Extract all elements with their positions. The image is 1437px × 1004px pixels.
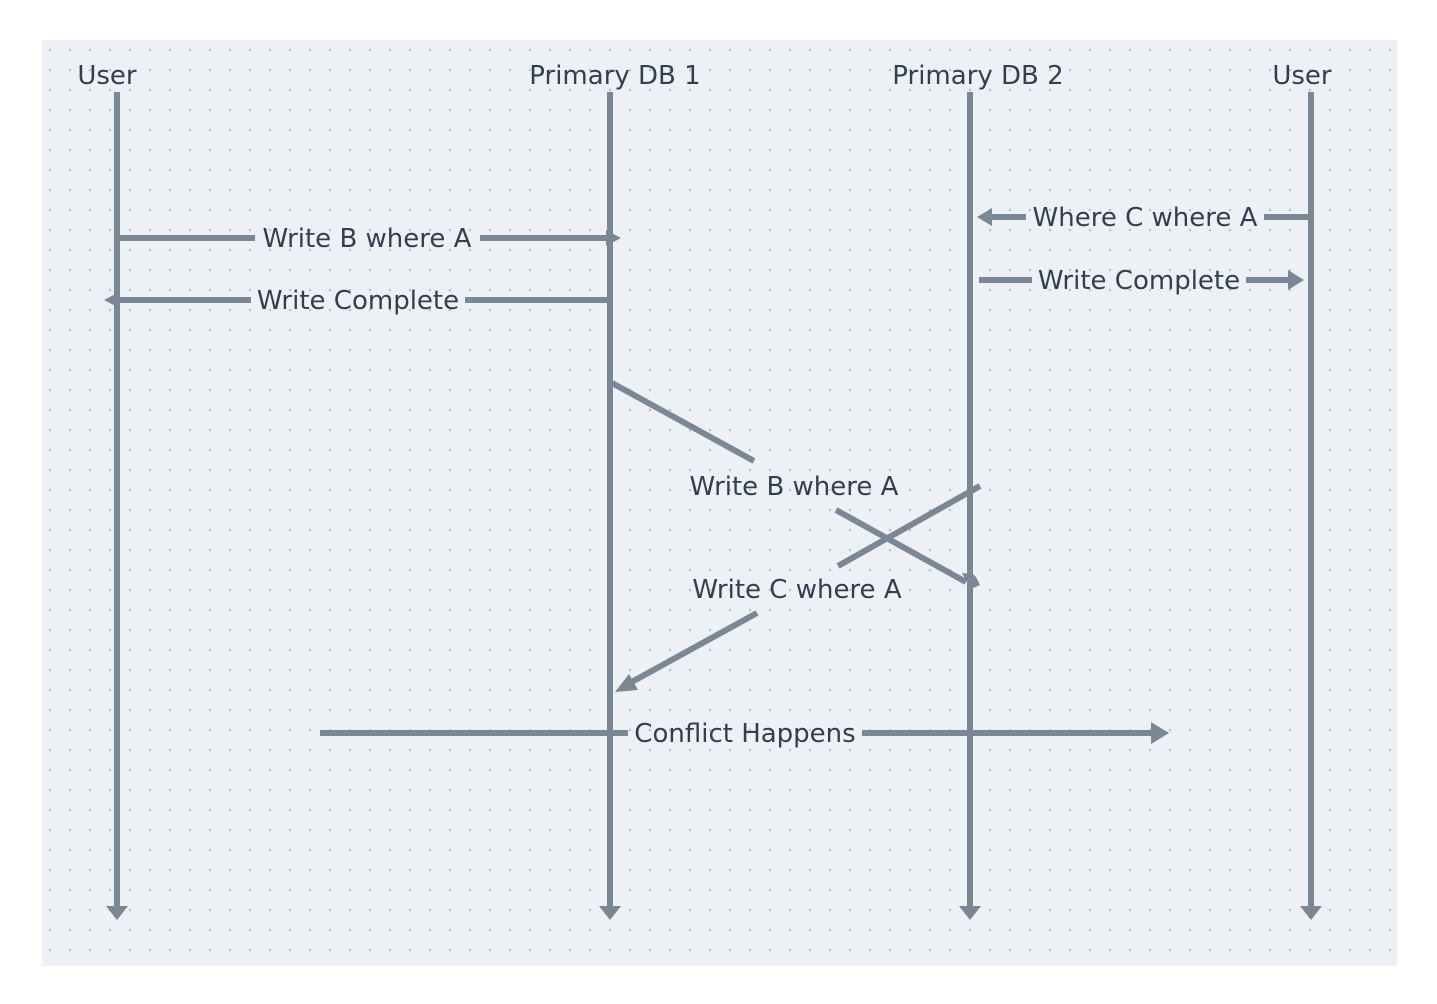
conflict-arrow [320, 722, 1169, 744]
message-replicate-b-arrow [610, 380, 980, 589]
message-write-complete-left-label: Write Complete [257, 286, 459, 316]
message-where-c-label: Where C where A [1033, 203, 1258, 233]
message-replicate-b-label: Write B where A [690, 472, 899, 502]
participant-label-user-left: User [77, 61, 137, 91]
message-where-c-arrow [977, 208, 1311, 226]
participant-label-primary-db-1: Primary DB 1 [529, 61, 700, 91]
message-replicate-c-arrow [615, 483, 982, 692]
message-write-complete-right-arrow [979, 270, 1304, 290]
dot-grid [42, 40, 1397, 966]
conflict-label: Conflict Happens [634, 719, 855, 749]
lifeline-primary-db-1 [599, 92, 621, 920]
participant-label-primary-db-2: Primary DB 2 [892, 61, 1063, 91]
message-write-complete-right-label: Write Complete [1038, 266, 1240, 296]
participant-label-user-right: User [1272, 61, 1332, 91]
message-write-b-label: Write B where A [263, 224, 472, 254]
message-write-complete-left-arrow [104, 292, 610, 308]
message-replicate-c-label: Write C where A [692, 575, 901, 605]
lifeline-user-left [106, 92, 128, 920]
message-write-b-arrow [117, 230, 621, 246]
lifeline-user-right [1300, 92, 1322, 920]
lifeline-primary-db-2 [959, 92, 981, 920]
